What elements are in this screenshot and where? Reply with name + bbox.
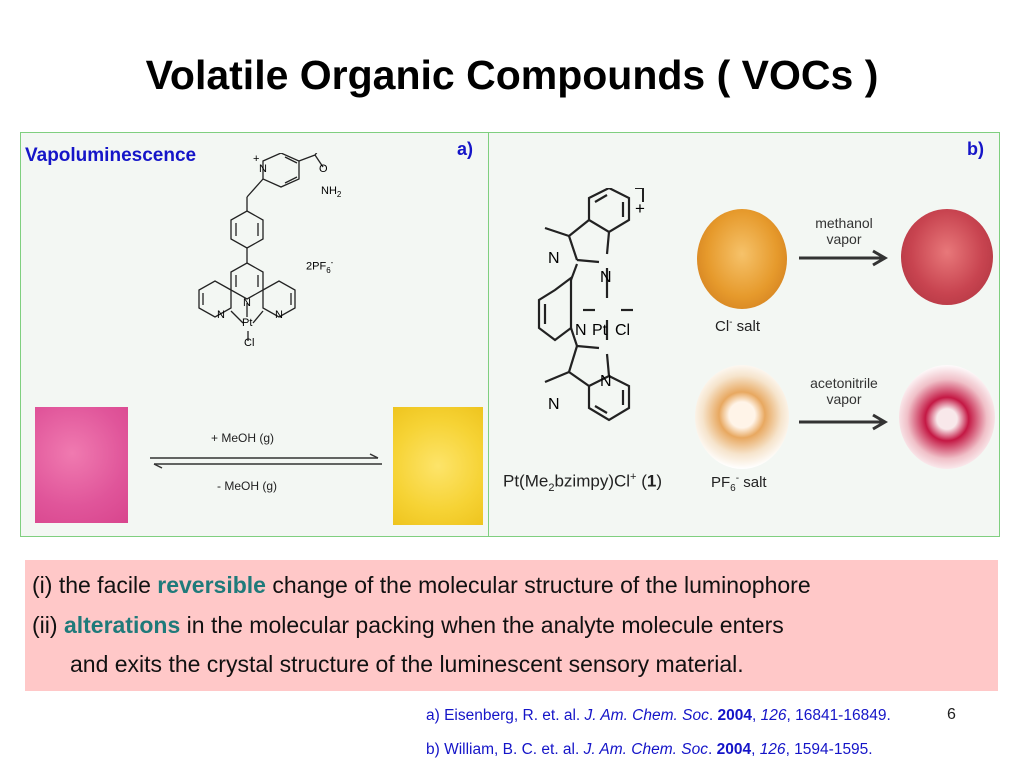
amide-o-label: O: [319, 163, 328, 175]
reference-b: b) William, B. C. et. al. J. Am. Chem. S…: [426, 741, 873, 758]
n2-label: N: [600, 269, 612, 286]
n1-label: N: [548, 250, 560, 267]
pink-sample-image: [35, 407, 128, 523]
note-line-2: (ii) alterations in the molecular packin…: [32, 612, 784, 638]
acetonitrile-arrow: [799, 413, 888, 431]
pf6-salt-label: PF6- salt: [711, 473, 767, 494]
cl-label: Cl: [244, 337, 255, 349]
amide-nh2-label: NH2: [321, 185, 342, 200]
center-n-label: N: [243, 297, 251, 309]
methanol-arrow: [799, 249, 888, 267]
note-line-3: and exits the crystal structure of the l…: [70, 651, 744, 677]
charge-label: +: [253, 153, 260, 165]
n4-label: N: [600, 373, 612, 390]
panel-b-figure: b) + N N N N N Pt: [488, 132, 1000, 537]
complex-charge-label: +: [635, 199, 645, 218]
page-number: 6: [947, 706, 956, 723]
counterion-label: 2PF6-: [306, 258, 334, 275]
panel-b-tag: b): [967, 139, 984, 159]
pyridinium-n-label: N: [259, 163, 267, 175]
panel-a-figure: Vapoluminescence a) + N O NH2 2: [20, 132, 489, 537]
left-n-label: N: [217, 309, 225, 321]
yellow-sample-image: [393, 407, 483, 525]
equilibrium-arrows: [150, 453, 382, 469]
pf6-salt-crystal-after: [899, 365, 995, 469]
right-n-label: N: [275, 309, 283, 321]
panel-a-heading: Vapoluminescence: [25, 145, 197, 166]
n3-label: N: [575, 322, 587, 339]
complex-pt-label: Pt: [592, 322, 608, 339]
reference-a: a) Eisenberg, R. et. al. J. Am. Chem. So…: [426, 707, 891, 724]
n5-label: N: [548, 396, 560, 413]
pf6-salt-crystal-before: [695, 365, 789, 469]
complex-cl-label: Cl: [615, 322, 631, 339]
pt-bzimpy-structure: [537, 188, 644, 422]
pt-label: Pt: [242, 317, 253, 329]
complex-name-label: Pt(Me2bzimpy)Cl+ (1): [503, 471, 662, 495]
notes-box: (i) the facile reversible change of the …: [25, 560, 998, 691]
cl-salt-label: Cl- salt: [715, 317, 761, 335]
cl-salt-crystal-after: [901, 209, 993, 305]
reverse-reaction-label: - MeOH (g): [217, 479, 277, 493]
panel-a-tag: a): [457, 139, 474, 159]
note-line-1: (i) the facile reversible change of the …: [32, 572, 811, 598]
forward-reaction-label: + MeOH (g): [211, 431, 275, 445]
pt-terpyridine-structure: [198, 153, 324, 341]
slide-title: Volatile Organic Compounds ( VOCs ): [145, 52, 879, 98]
cl-salt-crystal-before: [697, 209, 787, 309]
